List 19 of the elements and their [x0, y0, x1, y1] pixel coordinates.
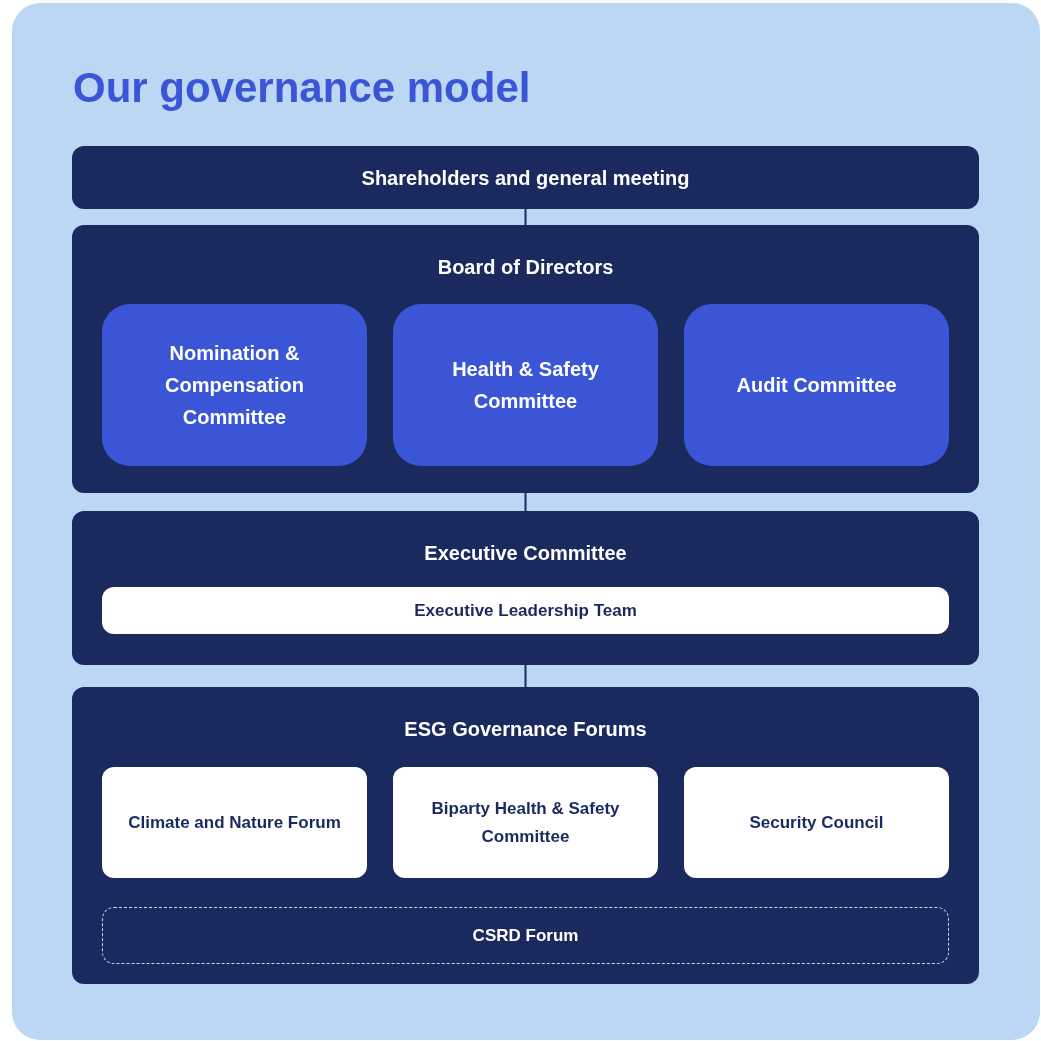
connector-line	[524, 492, 527, 512]
dashed-box: CSRD Forum	[102, 907, 949, 964]
committee-box: Audit Committee	[684, 304, 949, 466]
group-panel	[72, 687, 979, 984]
committee-box: Nomination & Compensation Committee	[102, 304, 367, 466]
group-panel: Shareholders and general meeting	[72, 146, 979, 209]
forum-box: Security Council	[684, 767, 949, 878]
forum-box: Climate and Nature Forum	[102, 767, 367, 878]
panel-heading: Executive Committee	[424, 542, 627, 564]
committee-box: Health & Safety Committee	[393, 304, 658, 466]
panel-heading: ESG Governance Forums	[404, 718, 647, 740]
title: Our governance model	[73, 63, 531, 113]
connector-line	[524, 664, 527, 688]
forum-box: Biparty Health & Safety Committee	[393, 767, 658, 878]
panel-heading: Board of Directors	[437, 256, 614, 278]
forum-box: Executive Leadership Team	[102, 587, 949, 634]
connector-line	[524, 208, 527, 226]
group-panel	[72, 225, 979, 493]
group-panel	[72, 511, 979, 665]
